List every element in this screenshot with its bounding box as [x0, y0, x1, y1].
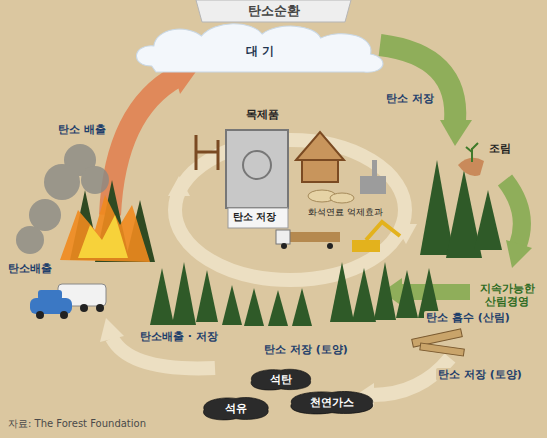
cycle-arrow-part [175, 140, 405, 280]
cars-part [38, 290, 62, 300]
storage-arrow-part [380, 45, 455, 122]
cycle-arrow [168, 140, 417, 280]
node-text: 대 기 [130, 43, 390, 60]
burning-forest-part [60, 195, 150, 262]
truck-part [290, 232, 340, 242]
vault-door-part [226, 130, 288, 208]
forest-part [222, 285, 242, 325]
excavator-part [352, 240, 380, 252]
burning-forest-part [78, 215, 128, 258]
smoke-part [81, 166, 109, 194]
house-part [302, 160, 338, 182]
cars-part [60, 311, 68, 319]
young-forest-part [474, 190, 502, 250]
node-text: 석탄 [246, 372, 316, 387]
chair [196, 135, 218, 170]
diagram-label: 탄소 흡수 (산림) [424, 311, 512, 324]
storage-arrow [380, 45, 472, 146]
truck-part [281, 243, 287, 249]
factory [360, 160, 386, 194]
fossil-fuel-deposit: 천연가스 [284, 388, 380, 416]
title-tab-part [196, 0, 351, 22]
vault-door-part [228, 208, 288, 228]
house [296, 132, 344, 182]
excavator [352, 222, 400, 252]
smoke-part [16, 226, 44, 254]
cut-logs-part [420, 343, 465, 356]
atmosphere-cloud: 대 기 [130, 20, 390, 76]
smoke-part [44, 164, 80, 200]
release-arrow-part [100, 318, 124, 342]
vault-door [226, 130, 288, 228]
excavator-part [366, 222, 400, 240]
cut-logs [412, 329, 465, 356]
release-arrow [100, 318, 215, 368]
burning-forest [60, 180, 155, 262]
cars [30, 284, 106, 319]
forest-part [396, 270, 418, 318]
diagram-label: 탄소 저장 [233, 211, 276, 223]
title-tab [196, 0, 351, 22]
node-text: 석유 [198, 401, 274, 416]
forest-part [352, 268, 376, 322]
factory-part [372, 160, 377, 176]
emission-arrow [110, 58, 200, 215]
truck [276, 230, 340, 249]
diagram-label: 조림 [487, 142, 513, 155]
emission-arrow-part [110, 76, 178, 215]
diagram-label: 지속가능한 산림경영 [472, 282, 542, 308]
diagram-label: 탄소 저장 (토양) [436, 368, 524, 381]
cars-part [80, 304, 88, 312]
smoke-part [29, 199, 61, 231]
young-forest-part [420, 160, 454, 255]
diagram-label: 탄소 배출 [56, 123, 108, 136]
diagram-label: 탄소 저장 [384, 92, 436, 105]
house-part [296, 132, 344, 160]
diagram-label: 탄소배출 [6, 262, 54, 275]
diagram-label: 목제품 [244, 108, 281, 121]
vault-door-part [243, 151, 271, 179]
cycle-arrow-part [168, 176, 190, 196]
seedling-hand-part [466, 143, 478, 162]
diagram-label: 탄소 저장 (토양) [262, 343, 350, 356]
chair-part [196, 135, 218, 170]
growth-arrow-part [506, 240, 532, 268]
young-forest [420, 160, 502, 258]
forest-part [244, 288, 264, 326]
growth-arrow [505, 180, 532, 268]
source-caption: 자료: The Forest Foundation [8, 418, 146, 430]
factory-part [360, 176, 386, 194]
fossil-fuel-deposit: 석탄 [246, 366, 316, 392]
logs-part [330, 193, 354, 203]
growth-arrow-part [505, 180, 522, 245]
forest-part [150, 268, 174, 325]
forest [150, 262, 440, 326]
node-text: 천연가스 [284, 395, 380, 410]
forest-part [196, 270, 218, 322]
title: 탄소순환 [248, 3, 300, 19]
diagram-label: 화석연료 억제효과 [306, 207, 385, 218]
cars-part [96, 304, 104, 312]
seedling-hand [458, 143, 484, 176]
diagram-label: 탄소배출 · 저장 [138, 330, 220, 343]
storage-arrow-part [440, 120, 472, 146]
forest-part [172, 262, 196, 325]
forest-part [330, 262, 354, 322]
truck-part [276, 230, 290, 244]
forest-part [292, 288, 312, 326]
forest-part [268, 290, 288, 326]
fossil-fuel-deposit: 석유 [198, 394, 274, 422]
truck-part [327, 243, 333, 249]
forest-part [374, 262, 396, 320]
cars-part [36, 311, 44, 319]
cut-logs-part [412, 329, 463, 347]
logs [308, 190, 354, 203]
